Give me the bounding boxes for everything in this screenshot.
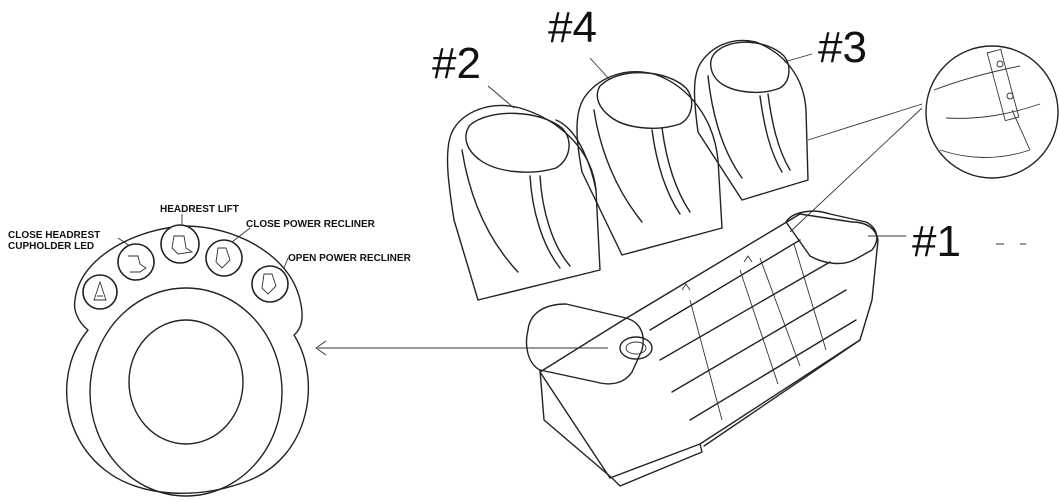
seat-2-label: #2 — [432, 39, 481, 88]
seat-4-leader — [589, 57, 611, 81]
detail-magnifier — [925, 45, 1059, 179]
close-headrest-icon — [128, 255, 147, 273]
close-headrest-label: CLOSE HEADREST — [8, 230, 100, 241]
control-panel: CLOSE HEADREST CUPHOLDER LED HEADREST LI… — [8, 204, 412, 497]
guide-lines — [789, 103, 923, 233]
seat-2-leader — [487, 85, 515, 109]
seat-3-leader — [783, 53, 813, 63]
cupholder-led-button[interactable] — [82, 274, 118, 310]
headrest-lift-button[interactable] — [160, 224, 200, 264]
headrest-lift-label: HEADREST LIFT — [160, 204, 239, 215]
close-power-recliner-label: CLOSE POWER RECLINER — [246, 219, 376, 230]
seat-back-3 — [693, 39, 809, 201]
close-power-recliner-button[interactable] — [205, 239, 243, 277]
close-recliner-icon — [215, 247, 231, 269]
seat-back-2 — [446, 104, 601, 301]
seat-back-4 — [576, 70, 723, 256]
pointer-arrow — [315, 340, 608, 356]
cupholder-led-label: CUPHOLDER LED — [8, 241, 94, 252]
sofa-body — [525, 210, 879, 487]
open-power-recliner-button[interactable] — [251, 265, 289, 303]
seat-3-label: #3 — [818, 23, 867, 72]
close-headrest-button[interactable] — [117, 243, 155, 281]
headrest-lift-icon — [171, 235, 194, 255]
seat-4-label: #4 — [548, 3, 597, 52]
open-power-recliner-label: OPEN POWER RECLINER — [288, 253, 412, 264]
seat-1-label: #1 — [912, 217, 961, 266]
cupholder-led-icon — [93, 280, 107, 301]
open-recliner-icon — [261, 273, 277, 295]
